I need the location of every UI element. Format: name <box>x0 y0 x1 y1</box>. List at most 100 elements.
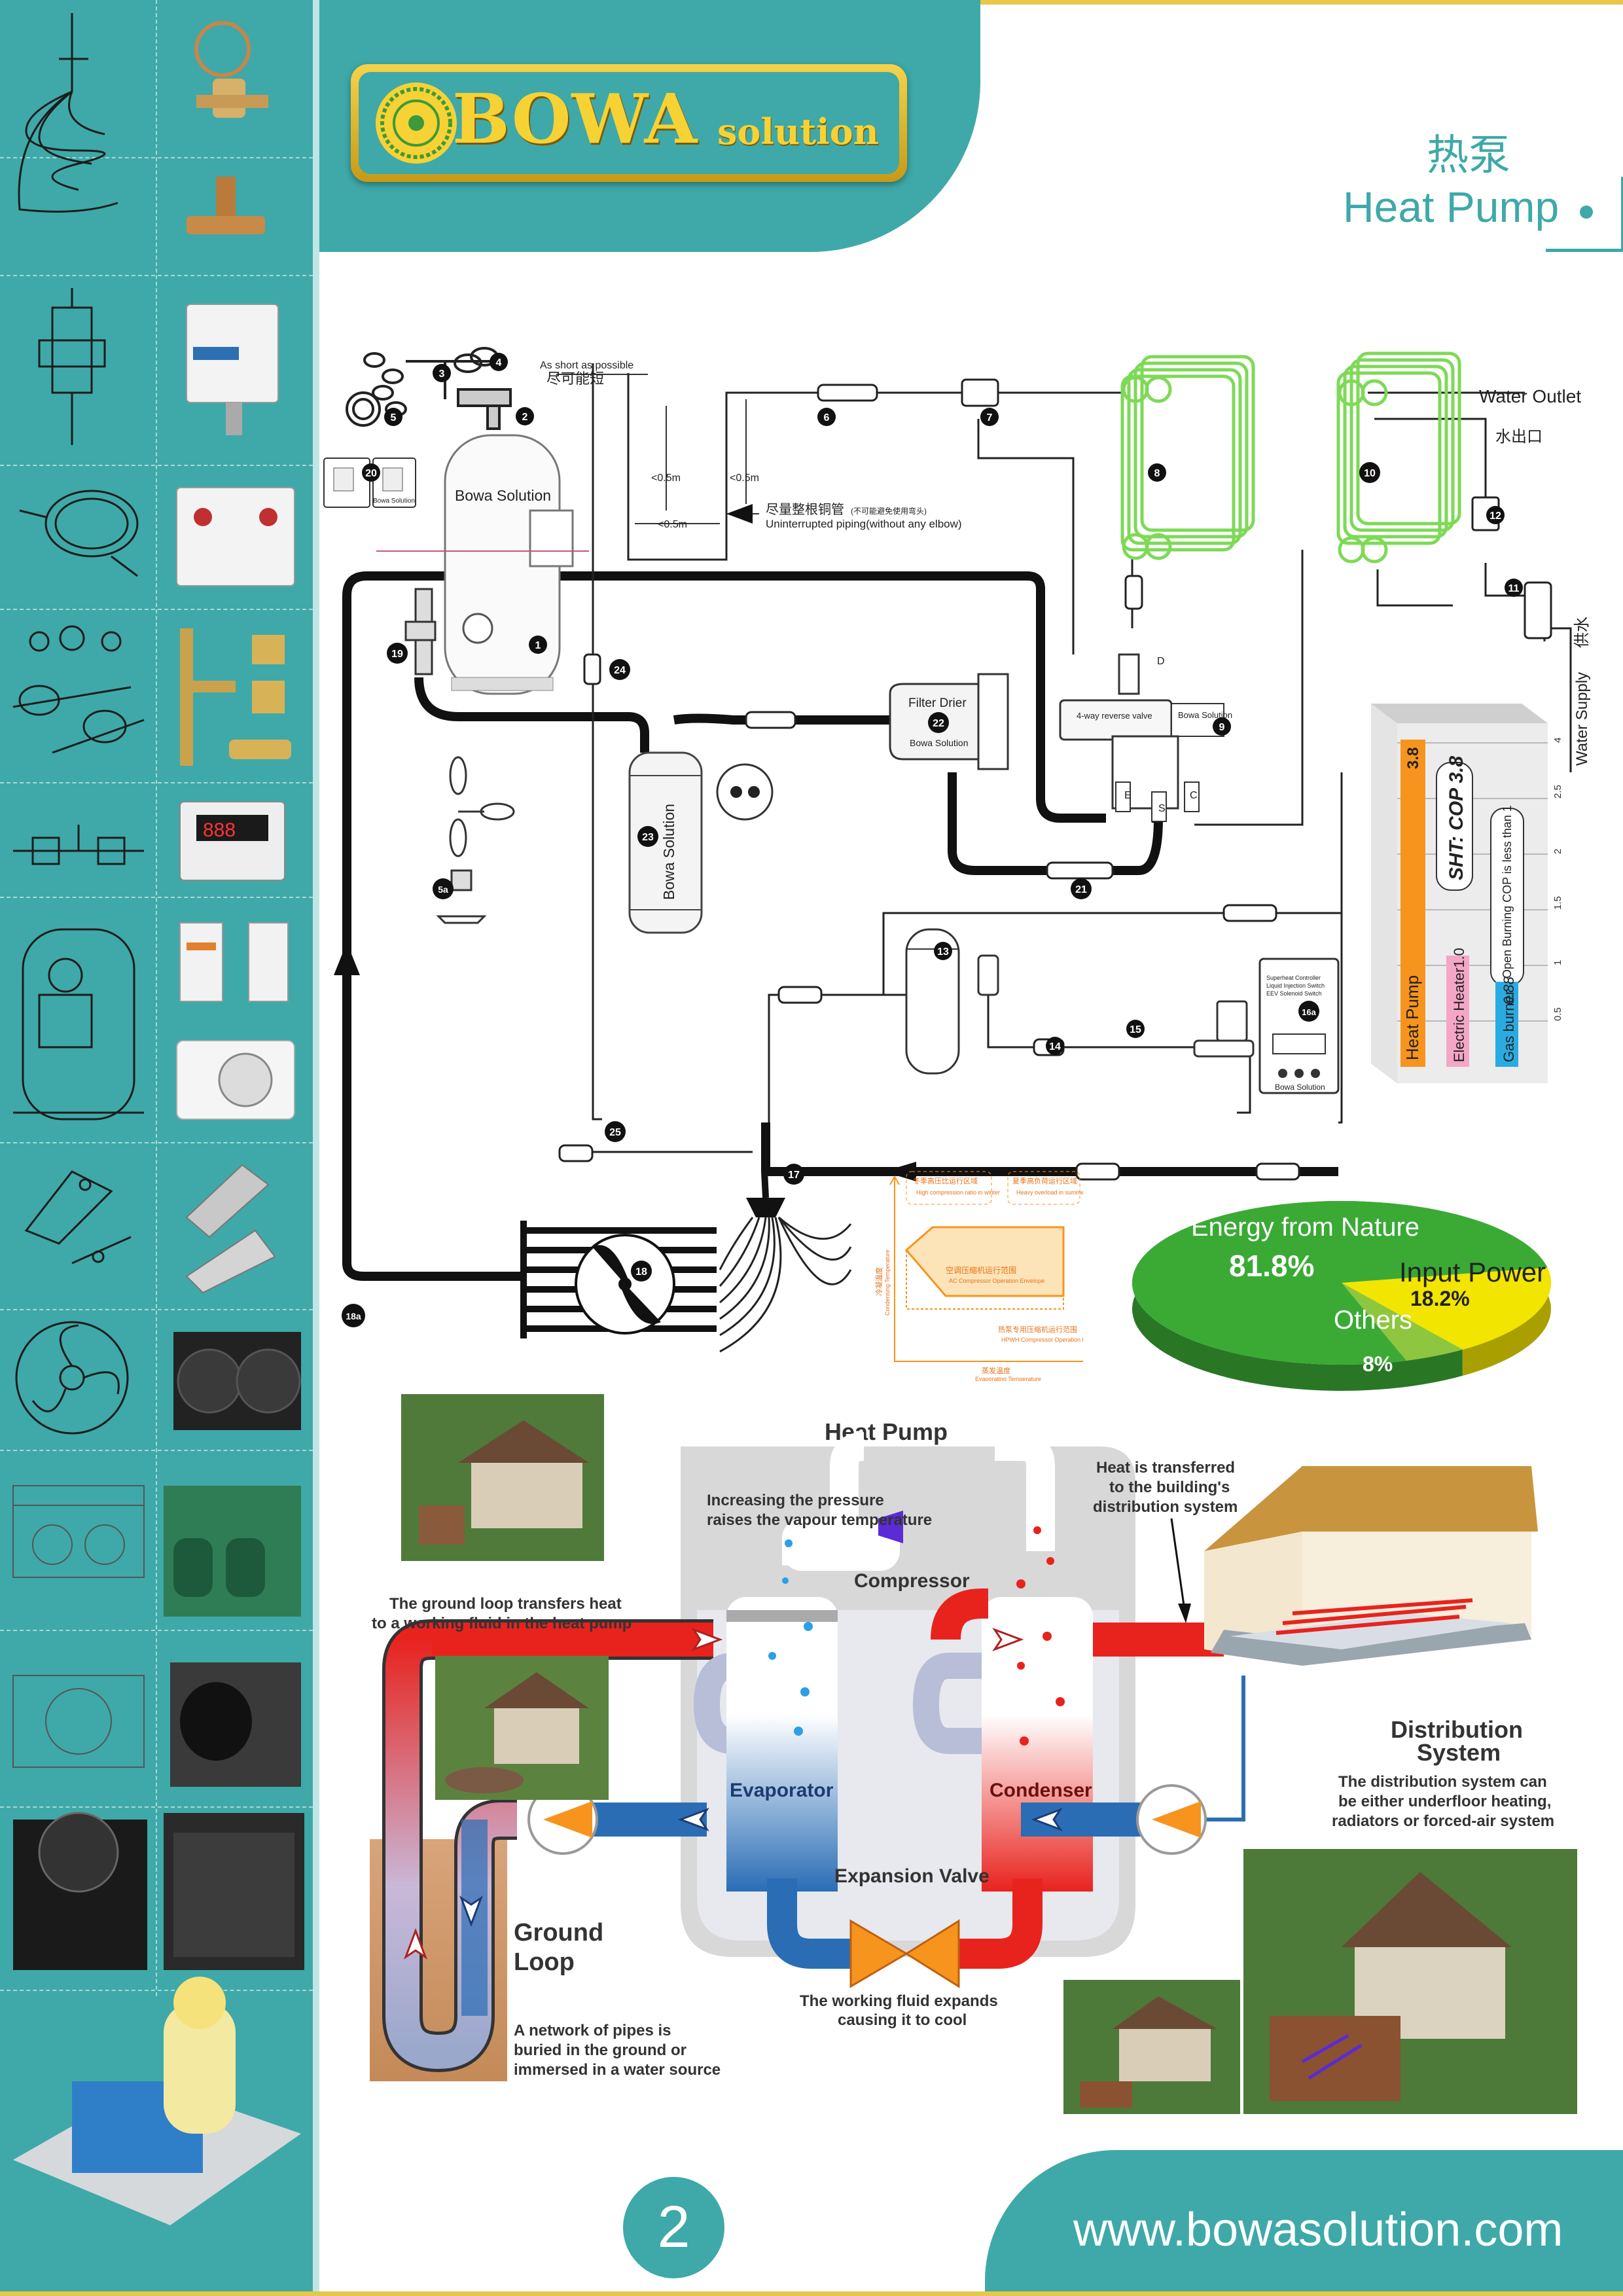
callout: 18 <box>631 1261 652 1282</box>
summer-region <box>1007 1171 1080 1205</box>
cop-tick: 1.5 <box>1552 896 1563 910</box>
callout: 8 <box>1148 463 1166 482</box>
distance-label-2: <0.5m <box>730 473 759 484</box>
page-title: Heat Pump <box>1343 183 1560 231</box>
callout-label: 16a <box>1302 1007 1316 1017</box>
compressor-envelope-chart: 冬季高压比运行区域 High compression ratio in wint… <box>874 1171 1083 1381</box>
return-flow-arrows <box>459 1807 1063 1928</box>
reverse-valve-label: 4-way reverse valve <box>1077 711 1152 721</box>
winter-sub: High compression ratio in winter <box>916 1189 1000 1196</box>
callout: 1 <box>529 636 547 654</box>
ground-loop-note-3: immersed in a water source <box>514 2061 721 2079</box>
pie-value-input: 18.2% <box>1410 1287 1470 1310</box>
callout-label: 22 <box>933 718 944 729</box>
condensing-unit-icon <box>164 1486 301 1617</box>
house-photo-1 <box>401 1394 604 1561</box>
note-short: As short as possible <box>540 360 633 371</box>
callout: 14 <box>1046 1037 1064 1055</box>
sight-glass-icon <box>12 625 145 754</box>
cop-comparison-chart: 4 2.5 2 1.5 1 0.5 3.8 Heat Pump SHT: COP… <box>1371 704 1563 1083</box>
compressor-icon <box>376 434 589 695</box>
gas-burner-value: 0.88 <box>1501 976 1517 1005</box>
main-refrigerant-lines <box>342 571 1338 1281</box>
refrigeration-schematic: As short as possible 尽可能短 <0.5m <0.5m <0… <box>323 347 1591 1353</box>
hpwh-envelope <box>906 1227 1064 1310</box>
flow-arrow-left-icon <box>883 1162 916 1181</box>
distributor-icon <box>18 13 118 213</box>
callout: 25 <box>605 1121 626 1142</box>
svg-text:888: 888 <box>203 819 236 841</box>
bowa-logo: BOWA solution <box>351 64 907 182</box>
flow-arrow-up-icon <box>334 942 360 975</box>
solenoid-valve-icon <box>187 177 265 234</box>
callout: 2 <box>516 407 534 425</box>
sidebar-row-divider <box>0 465 313 466</box>
ground-note-1: The ground loop transfers heat <box>389 1595 622 1613</box>
envelope-x-label: Evaporating Temperature <box>975 1376 1041 1381</box>
callout: 4 <box>490 353 508 371</box>
evaporator-unit-icon <box>176 1040 295 1120</box>
tank-icon <box>628 751 703 934</box>
pie-slice-energy-from-nature <box>1132 1201 1548 1365</box>
steel-hinge-icon <box>185 1164 276 1294</box>
cop-tick: 1 <box>1552 960 1563 965</box>
cop-tick: 4 <box>1552 738 1563 743</box>
condenser-coil-icon <box>173 1332 301 1430</box>
pipe-note-en: Uninterrupted piping(without any elbow) <box>766 518 962 530</box>
expansion-valve-label: Expansion Valve <box>834 1865 990 1887</box>
superheat-controller-icon <box>1258 958 1340 1094</box>
callout-label: 23 <box>642 832 654 843</box>
bottom-gold-line <box>0 2291 1623 2296</box>
house-cutaway-illustration <box>1204 1466 1538 1666</box>
callout-label: 24 <box>614 665 626 676</box>
scroll-compressor-icon <box>13 928 144 1121</box>
electric-heater-label: Electric Heater1.0 <box>1451 948 1467 1062</box>
hpwh-label: 热泵专用压缩机运行范围 <box>998 1325 1077 1334</box>
expansion-valve-icon <box>904 1919 960 1988</box>
controller-line-1: Superheat Controller <box>1266 975 1321 981</box>
controller-line-3: EEV Solenoid Switch <box>1266 990 1322 997</box>
water-outlet-label: Water Outlet <box>1479 386 1581 406</box>
outer-loop-top <box>386 571 1106 823</box>
compressor-to-condenser-pipe <box>995 1432 1055 1551</box>
callout-label: 19 <box>391 649 403 660</box>
plate-heat-exchanger-1-icon <box>1120 355 1255 560</box>
water-outlet-cn: 水出口 <box>1495 428 1543 446</box>
compressor-diagram-label: Compressor <box>854 1570 970 1592</box>
sidebar-component-icons: 888 <box>12 13 304 2225</box>
callout-label: 1 <box>535 640 541 651</box>
evaporator-return-pipe <box>767 1878 864 1969</box>
pressure-gauges-icon <box>346 347 512 430</box>
evaporator-bend <box>693 1653 772 1754</box>
controller-label: Bowa Solution <box>1275 1083 1325 1092</box>
callout-label: 9 <box>1219 722 1225 733</box>
pipe-note-arrow-icon <box>726 504 753 524</box>
cop-tick: 2 <box>1552 849 1563 854</box>
valve-port-e: E <box>1124 790 1132 801</box>
callout: 13 <box>934 942 952 960</box>
callout-label: 18a <box>346 1311 361 1321</box>
flow-arrows <box>403 1627 1024 1960</box>
condenser-hot-bend <box>931 1588 988 1641</box>
pie-label-others: Others <box>1334 1306 1412 1335</box>
winter-label: 冬季高压比运行区域 <box>913 1176 978 1185</box>
callout-label: 6 <box>824 412 830 423</box>
callouts: 1 2 3 4 5 5a 6 7 8 9 10 11 12 13 14 15 1… <box>342 353 1523 1327</box>
callout-label: 3 <box>439 368 445 380</box>
drier-to-valve <box>948 772 1047 875</box>
sidebar-row-divider <box>0 1309 313 1310</box>
heat-pump-value: 3.8 <box>1404 747 1422 769</box>
page-number: 2 <box>623 2177 724 2278</box>
ground-loop-note-1: A network of pipes is <box>514 2022 671 2039</box>
expansion-valve-icon <box>849 1919 908 1988</box>
sidebar-edge <box>313 0 319 2296</box>
website-url[interactable]: www.bowasolution.com <box>1073 2204 1563 2256</box>
open-burning-label: Open Burning COP is less than 1 <box>1501 805 1514 978</box>
valve-to-check <box>1113 814 1163 875</box>
pie-value-nature: 81.8% <box>1229 1249 1314 1283</box>
sidebar-column-divider <box>156 0 157 1996</box>
callout-label: 15 <box>1130 1024 1141 1035</box>
callout: 18a <box>342 1304 365 1327</box>
sidebar-row-divider <box>0 897 313 898</box>
compressor-label: Bowa Solution <box>455 487 551 504</box>
